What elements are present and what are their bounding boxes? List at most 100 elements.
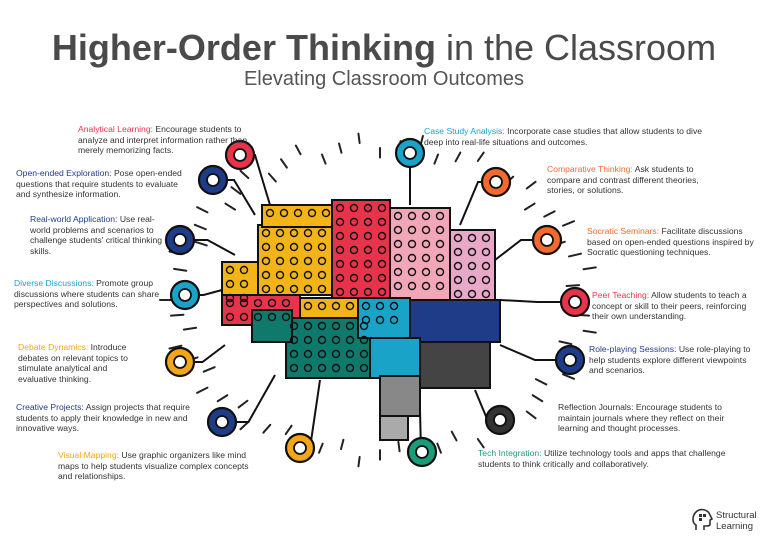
- ray-dash: [216, 394, 229, 403]
- ray-dash: [561, 373, 576, 380]
- item-desc: Promote group discussions where students…: [14, 278, 160, 309]
- brain-dot: [453, 247, 463, 257]
- ray-dash: [318, 442, 324, 454]
- brain-dot: [393, 253, 403, 263]
- brain-dot: [289, 270, 299, 280]
- ray-dash: [239, 169, 250, 180]
- brain-dot: [317, 256, 327, 266]
- ray-dash: [534, 378, 548, 386]
- item-desc: Pose open-ended questions that require s…: [16, 168, 182, 199]
- brain-dot: [435, 239, 445, 249]
- ray-dash: [525, 180, 537, 190]
- ray-dash: [476, 151, 485, 162]
- brain-dot: [407, 267, 417, 277]
- brain-dot: [453, 261, 463, 271]
- ray-dash: [239, 420, 250, 431]
- node-center-comparative: [489, 175, 503, 189]
- brain-dot: [321, 208, 331, 218]
- brain-dot: [225, 293, 235, 303]
- brain-dot: [377, 259, 387, 269]
- brain-dot: [267, 298, 277, 308]
- brain-dot: [421, 267, 431, 277]
- brand-line-2: Learning: [716, 521, 753, 532]
- node-center-debate: [173, 355, 187, 369]
- ray-dash: [170, 313, 185, 317]
- ray-dash: [565, 284, 581, 288]
- item-label: Tech Integration:: [478, 448, 542, 458]
- brain-block: [299, 297, 359, 319]
- brain-dot: [317, 363, 327, 373]
- brain-dot: [331, 363, 341, 373]
- item-label: Real-world Application:: [30, 214, 118, 224]
- brain-dot: [359, 349, 369, 359]
- brain-dot: [289, 242, 299, 252]
- brain-block: [379, 375, 421, 417]
- brain-dot: [261, 284, 271, 294]
- brand-text: Structural Learning: [716, 510, 757, 532]
- brain-dot: [467, 233, 477, 243]
- item-desc: Facilitate discussions based on open-end…: [587, 226, 754, 257]
- brain-dot: [389, 315, 399, 325]
- brain-dot: [317, 335, 327, 345]
- title-bold: Higher-Order Thinking: [51, 27, 436, 68]
- ray-dash: [454, 151, 462, 163]
- brain-dot: [481, 261, 491, 271]
- brain-dot: [349, 217, 359, 227]
- ray-dash: [320, 153, 327, 165]
- brain-dot: [377, 217, 387, 227]
- item-label: Peer Teaching:: [592, 290, 650, 300]
- brain-dot: [407, 253, 417, 263]
- brain-dot: [303, 228, 313, 238]
- brain-dot: [453, 233, 463, 243]
- brain-dot: [303, 242, 313, 252]
- item-desc: Use role-playing to help students explor…: [589, 344, 751, 375]
- brain-dot: [421, 239, 431, 249]
- brain-dot: [293, 208, 303, 218]
- brain-dot: [467, 275, 477, 285]
- ray-dash: [237, 399, 249, 409]
- brain-dot: [335, 245, 345, 255]
- brain-dot: [435, 225, 445, 235]
- brain-dot: [349, 203, 359, 213]
- brain-dot: [331, 349, 341, 359]
- brain-dot: [375, 315, 385, 325]
- brain-dot: [281, 298, 291, 308]
- brain-dot: [359, 363, 369, 373]
- brain-dot: [363, 287, 373, 297]
- item-analytical-learning: Analytical Learning: Encourage students …: [78, 124, 250, 156]
- brain-dot: [407, 239, 417, 249]
- brain-dot: [289, 321, 299, 331]
- brain-dot: [225, 298, 235, 308]
- brain-dot: [307, 208, 317, 218]
- item-role-playing-sessions: Role-playing Sessions: Use role-playing …: [589, 344, 759, 376]
- ray-dash: [284, 424, 293, 436]
- item-label: Visual Mapping:: [58, 450, 119, 460]
- item-label: Case Study Analysis:: [424, 126, 505, 136]
- ray-dash: [582, 266, 597, 271]
- ray-dash: [543, 210, 556, 218]
- brain-dot: [335, 217, 345, 227]
- brain-dot: [317, 242, 327, 252]
- node-center-case: [403, 146, 417, 160]
- brain-block: [369, 337, 421, 379]
- ray-dash: [338, 142, 343, 154]
- brain-dot: [349, 287, 359, 297]
- item-desc: Use real-world problems and scenarios to…: [30, 214, 163, 256]
- node-center-tech: [415, 445, 429, 459]
- brain-dot: [275, 242, 285, 252]
- brain-dot: [289, 349, 299, 359]
- brain-dot: [481, 247, 491, 257]
- item-real-world-application: Real-world Application: Use real-world p…: [30, 214, 170, 256]
- item-label: Open-ended Exploration:: [16, 168, 112, 178]
- brain-dot: [239, 265, 249, 275]
- ray-dash: [280, 158, 288, 169]
- item-case-study-analysis: Case Study Analysis: Incorporate case st…: [424, 126, 712, 147]
- page-subtitle: Elevating Classroom Outcomes: [243, 68, 525, 90]
- ray-dash: [357, 455, 361, 468]
- brain-dot: [421, 225, 431, 235]
- brain-dot: [361, 301, 371, 311]
- brain-dot: [363, 245, 373, 255]
- brain-dot: [421, 281, 431, 291]
- brain-dot: [267, 312, 277, 322]
- ray-dash: [193, 223, 207, 231]
